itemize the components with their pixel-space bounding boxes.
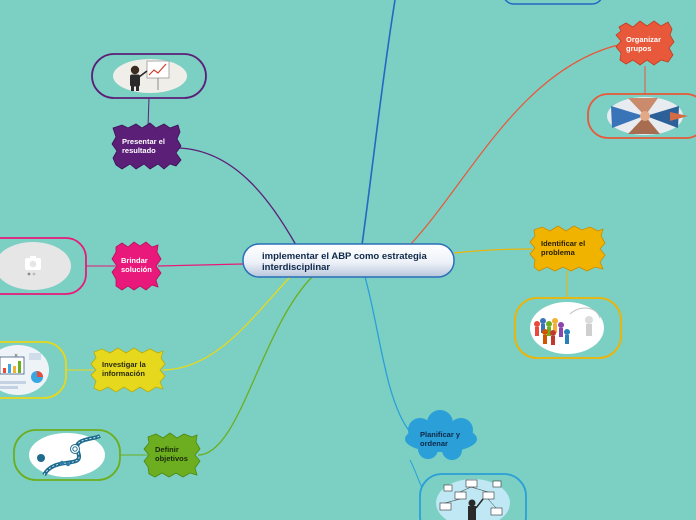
goal-path-icon	[29, 433, 105, 477]
pawn-group-icon	[530, 302, 604, 354]
connector-definir	[197, 276, 313, 456]
topic-planificar[interactable]	[405, 410, 477, 460]
connector-brindar	[157, 263, 244, 267]
top-partial-node[interactable]	[503, 0, 603, 5]
connector-presentar-image	[147, 97, 150, 128]
connector-identificar	[453, 248, 534, 254]
presenter-icon	[113, 59, 187, 93]
topic-organizar[interactable]	[615, 20, 675, 66]
organizer-chart-icon	[436, 479, 510, 520]
camera-placeholder-icon	[0, 242, 71, 290]
topic-definir[interactable]	[143, 432, 201, 478]
svg-text:✕: ✕	[14, 353, 18, 359]
topic-identificar[interactable]	[529, 225, 606, 272]
topic-presentar[interactable]	[111, 122, 182, 170]
connector-top	[361, 0, 396, 246]
central-topic-box[interactable]	[242, 243, 455, 278]
connector-organizar	[409, 44, 619, 246]
connector-investigar	[161, 276, 291, 371]
data-dashboard-icon: ✕	[0, 345, 49, 395]
topic-brindar[interactable]	[111, 241, 162, 291]
team-hands-icon	[607, 97, 688, 135]
central-topic-label: implementar el ABP como estrategia inter…	[262, 251, 427, 273]
topic-investigar[interactable]	[90, 347, 166, 393]
connector-planificar	[364, 276, 411, 433]
connector-presentar	[177, 147, 297, 246]
